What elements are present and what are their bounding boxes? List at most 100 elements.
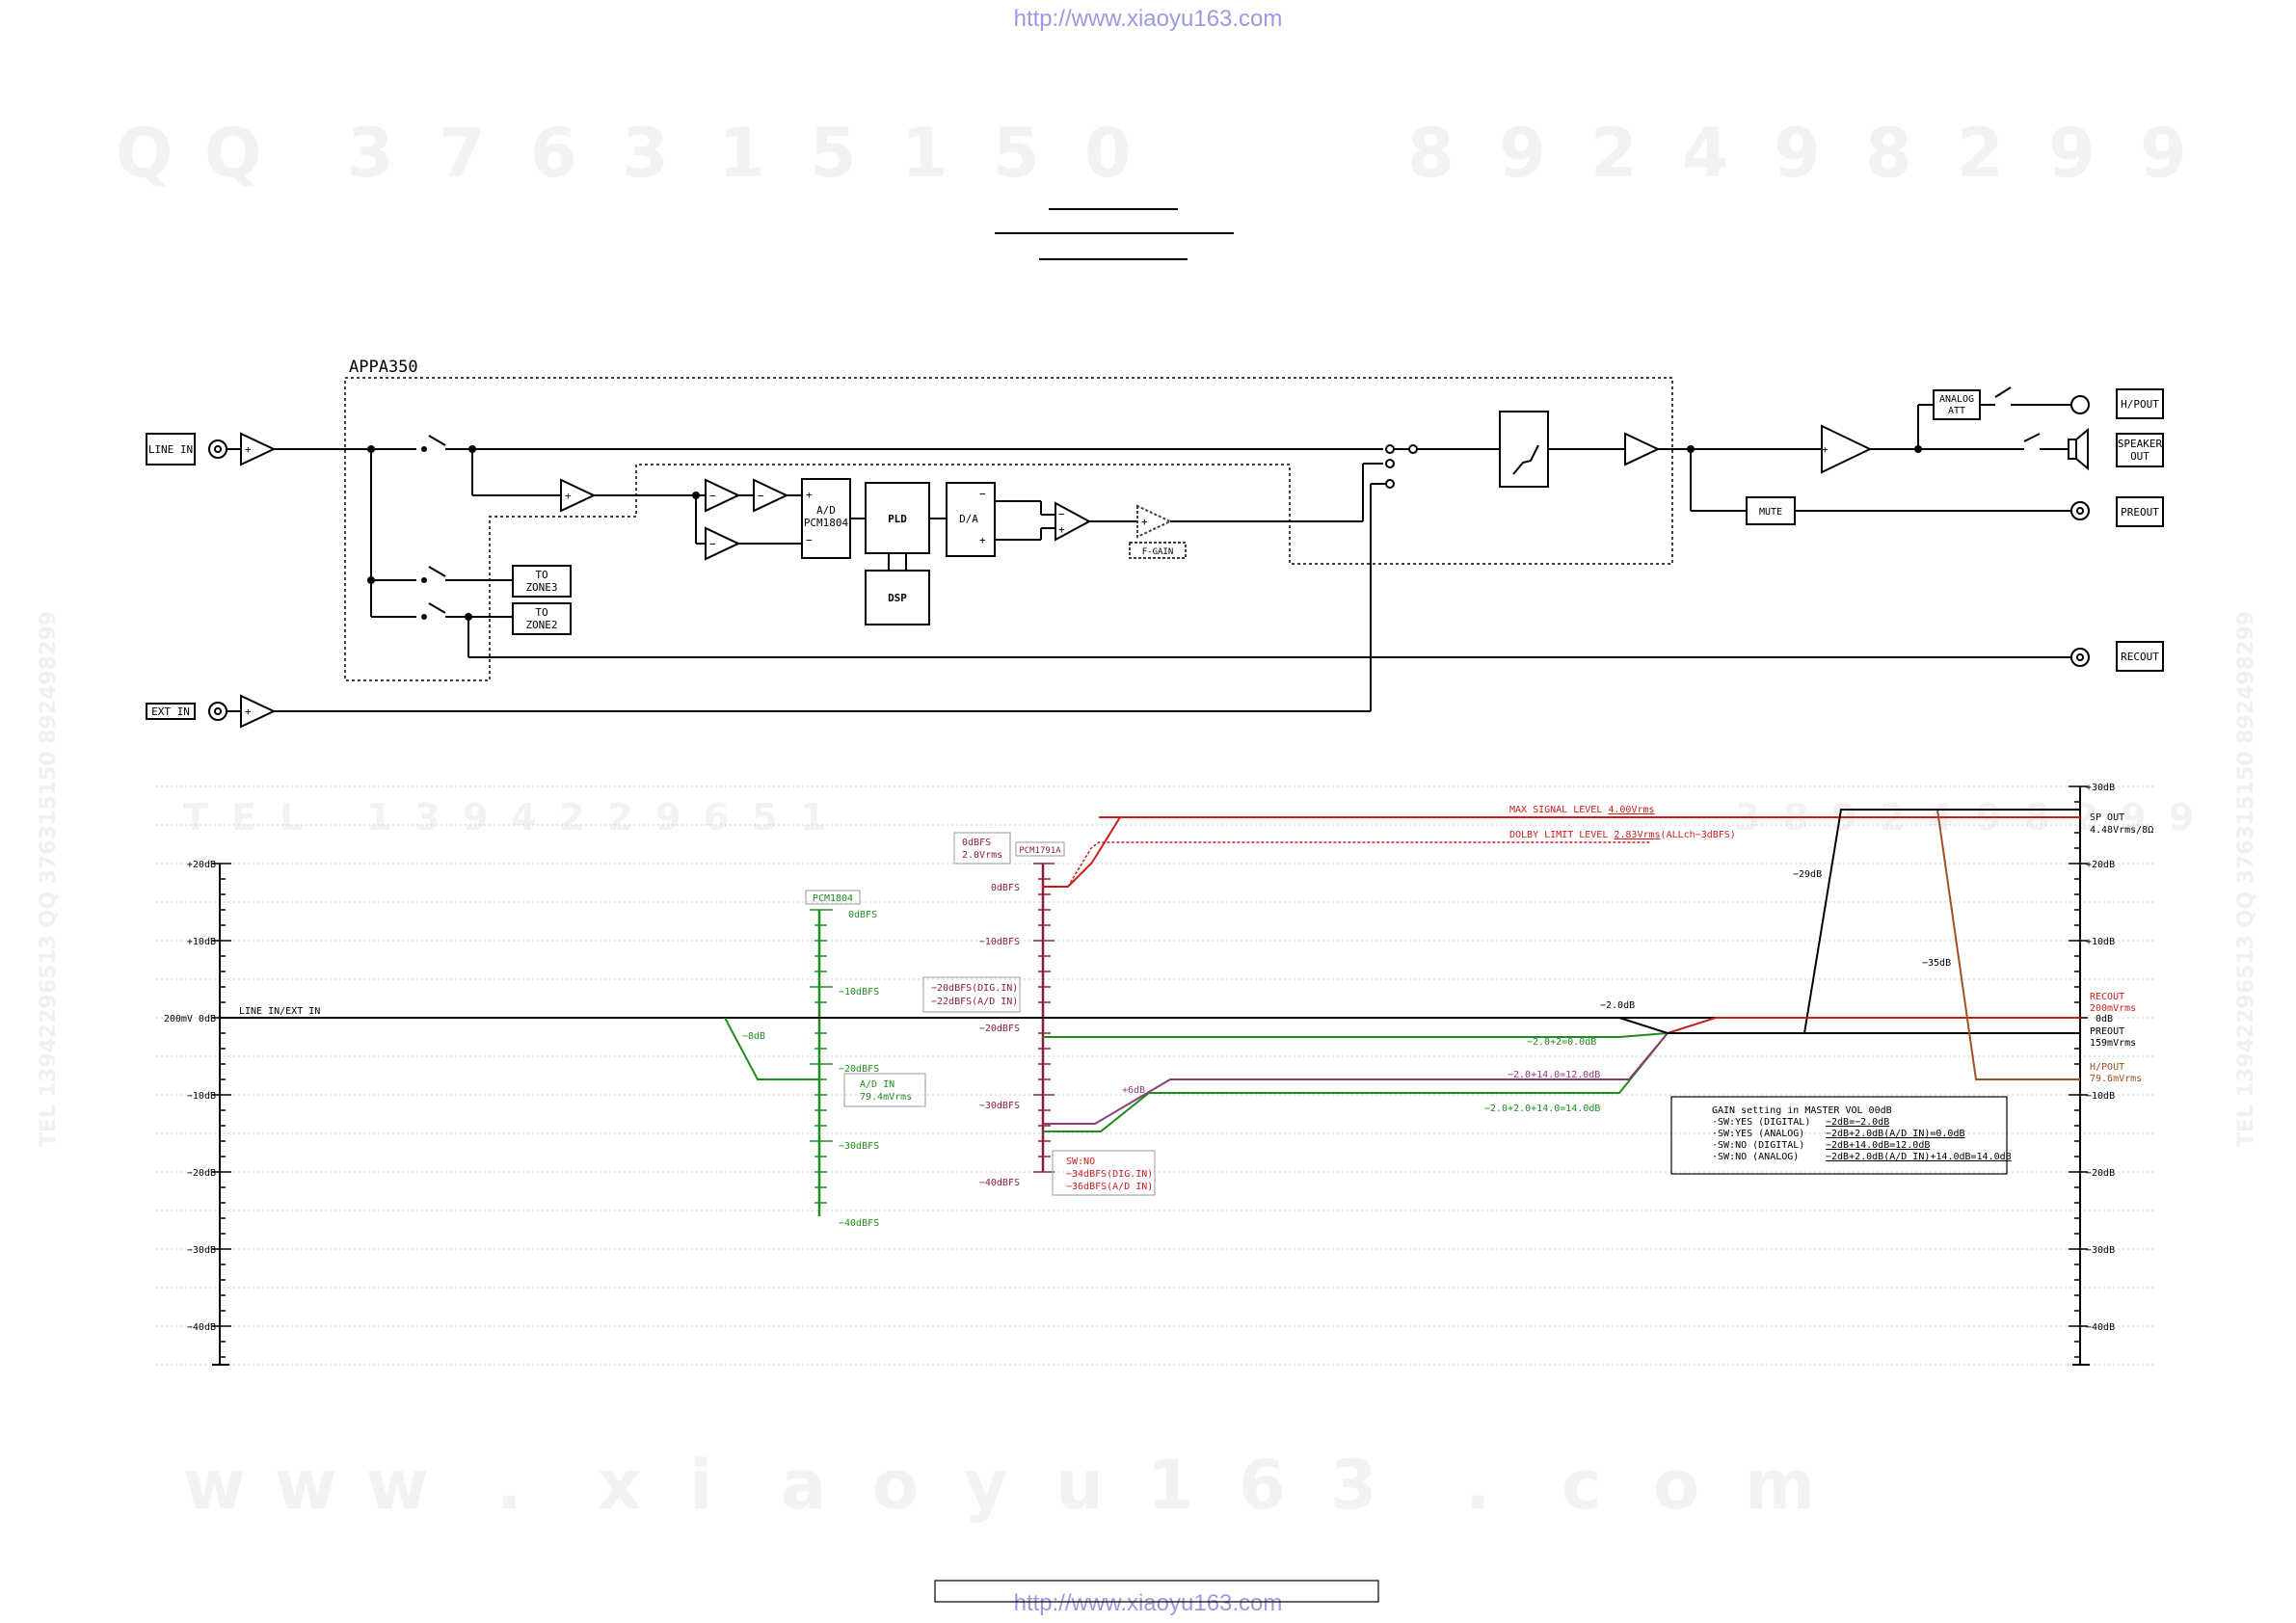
wm-char: 8 [1865, 114, 1912, 193]
hpout-level-label-1: H/POUT [2090, 1062, 2124, 1073]
gain-g3-label: −2.0+2.0+14.0=14.0dB [1484, 1104, 1600, 1114]
right-axis-label: −30dB [2086, 1245, 2115, 1256]
max-signal-text: MAX SIGNAL LEVEL [1509, 805, 1608, 815]
preout-level-label-1: PREOUT [2090, 1026, 2124, 1037]
right-axis-label: −40dB [2086, 1322, 2115, 1333]
block-diagram [146, 377, 2164, 729]
pcm1791a-tick-label: −30dBFS [979, 1101, 1020, 1111]
title-lines [995, 208, 1234, 260]
wm-char: 9 [2121, 796, 2147, 838]
wm-char: Q [204, 114, 262, 193]
right-axis-label: +20dB [2086, 860, 2115, 870]
wm-char: 2 [559, 796, 585, 838]
sign-minus: − [979, 488, 986, 500]
pcm1804-tick-label: −10dBFS [839, 987, 879, 998]
wm-char: 4 [1682, 114, 1729, 193]
sw-no-label-1: SW:NO [1066, 1157, 1095, 1167]
wm-char: c [1562, 1446, 1602, 1525]
ext-in-label: EXT IN [151, 705, 190, 718]
left-axis-label: +10dB [187, 937, 216, 947]
sign-minus: − [1058, 508, 1065, 520]
adin-label-1: A/D IN [860, 1079, 894, 1090]
wm-char: 6 [704, 796, 730, 838]
recout-level-label-1: RECOUT [2090, 992, 2124, 1002]
wm-char: 7 [439, 114, 486, 193]
right-axis-label: −10dB [2086, 1091, 2115, 1102]
wm-char: 3 [347, 114, 394, 193]
left-axis-label: −40dB [187, 1322, 216, 1333]
sign-minus: − [806, 534, 813, 546]
left-axis-label: −20dB [187, 1168, 216, 1179]
svg-text:MAX SIGNAL LEVEL 4.00Vrms: MAX SIGNAL LEVEL 4.00Vrms [1509, 805, 1655, 815]
ad-label-2: PCM1804 [804, 517, 849, 529]
analog-att-label-1: ANALOG [1939, 394, 1974, 405]
wm-char: 9 [2048, 114, 2096, 193]
wm-char: 9 [2140, 114, 2187, 193]
sign-plus: + [806, 489, 813, 501]
minus35-label: −35dB [1922, 958, 1951, 969]
minus2-label: −2.0dB [1600, 1000, 1635, 1011]
gain-row-value: −2dB+2.0dB(A/D IN)=0.0dB [1826, 1129, 1965, 1139]
da-label: D/A [959, 513, 978, 525]
pcm1804-scale-ticks [810, 909, 833, 1204]
dolby-limit-text: DOLBY LIMIT LEVEL [1509, 830, 1614, 840]
wm-char: . [1465, 1446, 1491, 1525]
wm-char: i [689, 1446, 712, 1525]
speaker-out-label-1: SPEAKER [2118, 438, 2163, 450]
right-axis-labels: +30dB +20dB +10dB 0dB −10dB −20dB −30dB … [2086, 783, 2115, 1333]
wm-char: 1 [1147, 1446, 1194, 1525]
right-axis-label: 0dB [2096, 1014, 2113, 1024]
level-axes [212, 786, 2090, 1366]
recout-label: RECOUT [2121, 651, 2159, 663]
sign-plus: + [565, 490, 572, 502]
line-in-ext-in-label: LINE IN/EXT IN [239, 1006, 320, 1017]
analog-att-label-2: ATT [1948, 406, 1965, 416]
wm-char: 3 [414, 796, 441, 838]
plus6-label: +6dB [1122, 1085, 1145, 1096]
junction-dots [367, 445, 1922, 621]
wm-char: 5 [752, 796, 778, 838]
appa350-title: APPA350 [349, 358, 418, 377]
dolby-limit-note: (ALLch−3dBFS) [1661, 830, 1736, 840]
sign-plus: + [979, 534, 986, 546]
wm-char: 2 [607, 796, 633, 838]
wm-char: E [231, 796, 256, 838]
wm-char: 6 [530, 114, 577, 193]
bottom-url[interactable]: http://www.xiaoyu163.com [1013, 1590, 1283, 1616]
top-url[interactable]: http://www.xiaoyu163.com [1013, 6, 1283, 32]
level-text: LINE IN/EXT IN −8dB PCM1804 0dBFS −10dBF… [239, 805, 2153, 1229]
mute-label: MUTE [1759, 507, 1782, 518]
gain-row-value: −2dB=−2.0dB [1826, 1117, 1889, 1128]
wm-char: w [183, 1446, 246, 1525]
wm-char: 8 [1407, 114, 1455, 193]
sign-minus: − [709, 538, 716, 550]
pcm1791a-tick-label: −10dBFS [979, 937, 1020, 947]
fgain-label: F-GAIN [1142, 547, 1174, 557]
gain-row-label: ·SW:NO (DIGITAL) [1712, 1140, 1804, 1151]
zone2-label-1: TO [535, 606, 547, 619]
level-traces [220, 809, 2080, 1132]
wm-char: 9 [1774, 114, 1821, 193]
drop-8db-label: −8dB [742, 1031, 765, 1042]
pcm1804-label: PCM1804 [813, 893, 853, 904]
sw-no-label-2: −34dBFS(DIG.IN) [1066, 1169, 1153, 1180]
wm-char: 4 [511, 796, 537, 838]
gain-title: GAIN setting in MASTER VOL 00dB [1712, 1105, 1892, 1116]
wm-char: 9 [463, 796, 489, 838]
right-axis-label: +10dB [2086, 937, 2115, 947]
pcm1791a-tick-label: −20dBFS [979, 1024, 1020, 1034]
wm-char: . [496, 1446, 522, 1525]
right-axis-label: +30dB [2086, 783, 2115, 793]
wm-char: 6 [1239, 1446, 1286, 1525]
footer-box [934, 1580, 1379, 1603]
gain-row-label: ·SW:YES (DIGITAL) [1712, 1117, 1810, 1128]
line-in-label-box [146, 433, 196, 466]
sign-minus: − [758, 490, 764, 502]
wm-char: y [964, 1446, 1008, 1525]
wm-char: w [366, 1446, 429, 1525]
gain-g1-label: −2.0+2=0.0dB [1527, 1037, 1596, 1048]
wm-char: T [183, 796, 208, 838]
preout-level-label-2: 159mVrms [2090, 1038, 2136, 1049]
adin-label-2: 79.4mVrms [860, 1092, 912, 1103]
